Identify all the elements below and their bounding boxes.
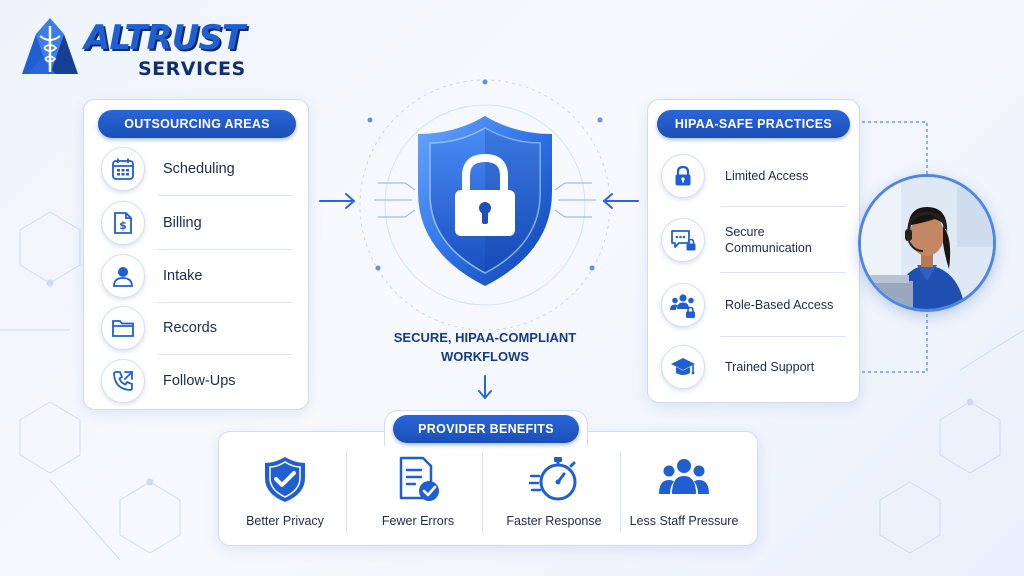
benefit-item: Faster Response — [488, 452, 620, 540]
shield-lock-icon — [418, 116, 552, 286]
divider — [720, 206, 846, 207]
caption-line: WORKFLOWS — [440, 349, 530, 364]
practice-item-label: Role-Based Access — [725, 298, 834, 312]
list-item: Follow-Ups — [101, 359, 236, 403]
stopwatch-icon — [529, 457, 577, 501]
center-caption: SECURE, HIPAA-COMPLIANT WORKFLOWS — [370, 328, 600, 366]
document-check-icon — [399, 456, 439, 501]
outsourcing-item-label: Records — [163, 320, 217, 336]
group-lock-icon — [661, 283, 705, 327]
practice-label-line: Secure — [725, 225, 765, 239]
benefit-item: Fewer Errors — [352, 452, 484, 540]
shield-check-icon — [265, 457, 305, 502]
list-item: Intake — [101, 254, 203, 298]
list-item: Records — [101, 306, 217, 350]
benefit-label: Less Staff Pressure — [629, 514, 739, 528]
provider-benefits-title: PROVIDER BENEFITS — [393, 415, 579, 443]
caduceus-logo-icon — [22, 18, 78, 74]
divider — [158, 249, 293, 250]
outsourcing-item-label: Billing — [163, 215, 202, 231]
phone-icon — [101, 359, 145, 403]
benefit-item: Less Staff Pressure — [618, 452, 750, 540]
divider — [720, 336, 846, 337]
benefit-item: Better Privacy — [219, 452, 351, 540]
divider — [158, 195, 293, 196]
practice-item-label: Limited Access — [725, 169, 809, 183]
lock-icon — [661, 154, 705, 198]
list-item: Scheduling — [101, 147, 235, 191]
divider — [720, 272, 846, 273]
brand-name: ALTRUST — [84, 18, 245, 58]
caption-line: SECURE, HIPAA-COMPLIANT — [393, 330, 577, 345]
practice-item-label: Trained Support — [725, 360, 815, 374]
chat-lock-icon — [661, 218, 705, 262]
benefit-label: Better Privacy — [246, 514, 324, 528]
outsourcing-item-label: Follow-Ups — [163, 373, 236, 389]
calendar-icon — [101, 147, 145, 191]
divider — [620, 452, 621, 532]
list-item: Limited Access — [661, 154, 808, 198]
practice-label-line: Communication — [725, 241, 812, 255]
divider — [158, 354, 293, 355]
team-icon — [659, 459, 709, 494]
outsourcing-item-label: Intake — [163, 268, 203, 284]
list-item: $ Billing — [101, 201, 202, 245]
benefit-label: Faster Response — [506, 514, 602, 528]
outsourcing-areas-title: OUTSOURCING AREAS — [98, 110, 296, 138]
list-item: Secure Communication — [661, 218, 812, 262]
brand-subtitle: SERVICES — [138, 58, 246, 80]
svg-text:$: $ — [119, 219, 127, 232]
billing-document-icon: $ — [101, 201, 145, 245]
folder-icon — [101, 306, 145, 350]
practice-item-label: Secure Communication — [725, 224, 812, 256]
list-item: Trained Support — [661, 345, 814, 389]
list-item: Role-Based Access — [661, 283, 833, 327]
person-icon — [101, 254, 145, 298]
divider — [158, 302, 293, 303]
altrust-logo: ALTRUST SERVICES — [18, 14, 308, 80]
divider — [346, 452, 347, 532]
graduation-cap-icon — [661, 345, 705, 389]
outsourcing-item-label: Scheduling — [163, 161, 235, 177]
benefit-label: Fewer Errors — [381, 514, 455, 528]
support-agent-avatar — [858, 174, 996, 312]
hipaa-safe-practices-title: HIPAA-SAFE PRACTICES — [657, 110, 850, 138]
divider — [482, 452, 483, 532]
support-agent-illustration — [861, 177, 993, 309]
